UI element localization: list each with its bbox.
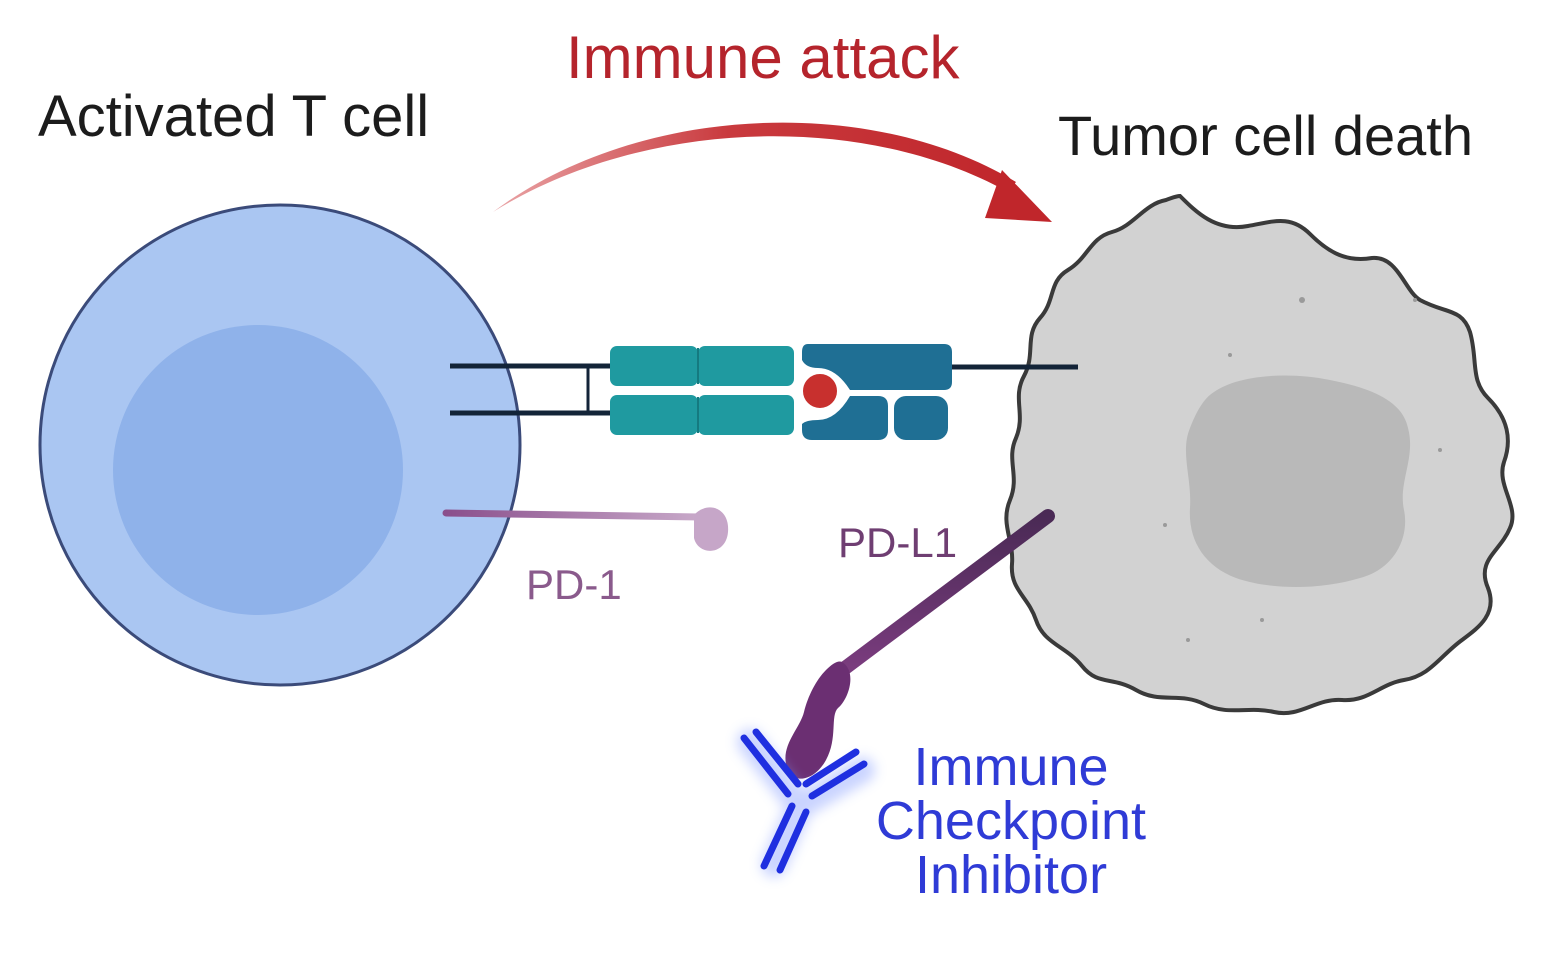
pdl1-label: PD-L1 bbox=[838, 519, 958, 566]
attack-arrow-body bbox=[493, 122, 1016, 212]
mhc-beta2m-domain bbox=[894, 396, 948, 440]
tumor-cell-nucleus bbox=[1185, 375, 1411, 587]
pd1-receptor bbox=[442, 507, 729, 551]
pdl1-head bbox=[785, 661, 851, 779]
pd1-stalk bbox=[442, 509, 704, 521]
tcr-alpha-constant bbox=[610, 346, 698, 386]
inhibitor-label-line-2: Checkpoint bbox=[875, 791, 1147, 851]
tcr-beta-variable bbox=[698, 395, 794, 435]
tumor-cell-death-label: Tumor cell death bbox=[1058, 104, 1473, 167]
tcr-alpha-variable bbox=[698, 346, 794, 386]
immune-attack-label: Immune attack bbox=[566, 24, 960, 91]
pdl1-ligand bbox=[785, 509, 1055, 779]
pdl1-stalk bbox=[838, 509, 1055, 675]
inhibitor-label-line-3: Inhibitor bbox=[914, 845, 1108, 905]
tumor-cell bbox=[1004, 193, 1515, 716]
antibody-left-arm bbox=[740, 734, 792, 798]
inhibitor-label-line-1: Immune bbox=[913, 737, 1109, 797]
checkpoint-inhibitor-antibody bbox=[737, 728, 875, 877]
pd1-label: PD-1 bbox=[526, 561, 622, 608]
attack-arrow-head bbox=[985, 170, 1052, 222]
activated-t-cell-label: Activated T cell bbox=[38, 84, 430, 149]
mhc-groove-domain bbox=[802, 396, 888, 440]
immune-attack-arrow bbox=[493, 122, 1052, 222]
t-cell-nucleus bbox=[113, 325, 403, 615]
tcr-beta-constant bbox=[610, 395, 698, 435]
pd1-head bbox=[694, 507, 729, 551]
checkpoint-inhibitor-label: Immune Checkpoint Inhibitor bbox=[846, 740, 1176, 902]
tumor-cell-specks bbox=[1163, 297, 1442, 642]
antibody-stem bbox=[760, 802, 796, 870]
antigen-peptide bbox=[799, 370, 841, 412]
t-cell bbox=[38, 203, 522, 687]
mhc-alpha-domains bbox=[802, 344, 952, 390]
antibody-right-arm bbox=[808, 760, 868, 800]
tcr-mhc-complex bbox=[450, 344, 1078, 440]
